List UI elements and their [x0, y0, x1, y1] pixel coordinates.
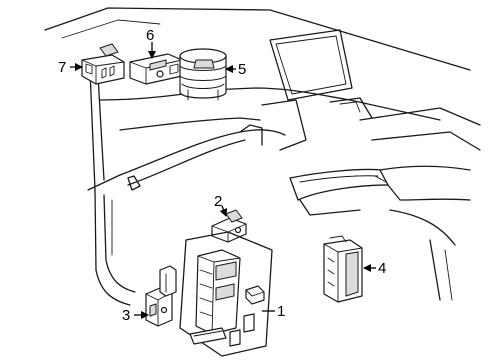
callout-2: 2	[214, 193, 222, 210]
callout-6: 6	[146, 27, 154, 44]
arrow-2	[219, 205, 228, 217]
callout-5: 5	[238, 61, 246, 78]
dashboard-outline	[44, 7, 481, 306]
callout-4: 4	[378, 260, 386, 277]
part-1-module-group	[179, 231, 273, 357]
callout-arrows	[70, 42, 376, 319]
callout-labels: 1 2 3 4 5 6 7	[58, 27, 386, 324]
part-3-bracket	[145, 265, 177, 327]
part-4-ecu	[323, 235, 363, 303]
part-5-cylinder	[179, 48, 227, 101]
callout-3: 3	[122, 307, 130, 324]
part-7-connector	[81, 43, 125, 85]
callout-1: 1	[277, 303, 285, 320]
part-6-relay	[129, 53, 183, 85]
callout-7: 7	[58, 59, 66, 76]
